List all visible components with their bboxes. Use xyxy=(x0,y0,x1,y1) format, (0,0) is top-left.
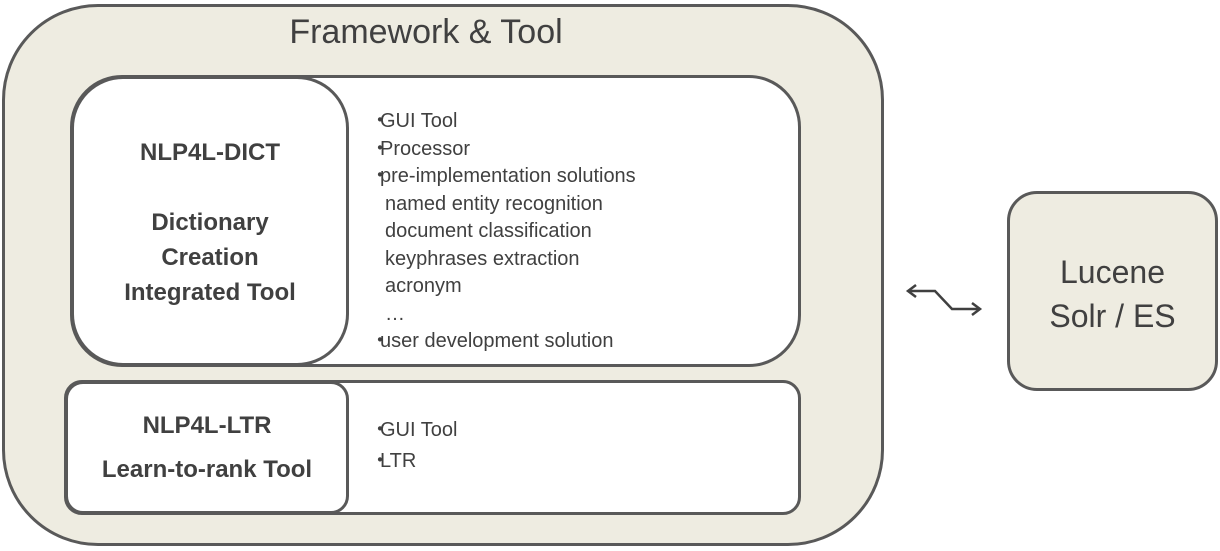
item-text: GUI Tool xyxy=(380,110,458,132)
dict-name: NLP4L-DICT xyxy=(140,139,280,166)
ltr-title-box xyxy=(65,381,349,514)
dict-subfeature-item: … xyxy=(370,301,636,329)
lucene-solr-box xyxy=(1007,191,1218,391)
dict-subfeature-item: document classification xyxy=(370,218,636,246)
dict-feature-item: ・user development solution xyxy=(370,328,636,356)
dict-feature-item: ・GUI Tool xyxy=(370,108,636,136)
item-text: … xyxy=(385,302,405,325)
bullet: ・ xyxy=(370,165,390,187)
dict-feature-list: ・GUI Tool ・Processor ・pre-implementation… xyxy=(370,108,636,356)
solr-es-label: Solr / ES xyxy=(1049,298,1176,334)
item-text: document classification xyxy=(385,220,592,242)
ltr-feature-list: ・GUI Tool ・LTR xyxy=(370,415,457,477)
dict-feature-item: ・pre-implementation solutions xyxy=(370,163,636,191)
ltr-name: NLP4L-LTR xyxy=(142,412,272,439)
dict-desc-line-1: Dictionary xyxy=(151,209,269,236)
ltr-description: Learn-to-rank Tool xyxy=(101,456,313,483)
item-text: LTR xyxy=(380,450,417,472)
framework-title: Framework & Tool xyxy=(289,13,563,51)
item-text: keyphrases extraction xyxy=(385,247,580,270)
dict-subfeature-item: keyphrases extraction xyxy=(370,246,636,274)
dict-subfeature-item: named entity recognition xyxy=(370,191,636,219)
item-text: named entity recognition xyxy=(385,192,603,215)
item-text: acronym xyxy=(385,275,462,297)
item-text: user development solution xyxy=(380,330,614,352)
bullet: ・ xyxy=(370,110,390,132)
dict-desc-line-2: Creation xyxy=(161,244,259,271)
lucene-label: Lucene xyxy=(1060,254,1165,290)
dict-desc-line-3: Integrated Tool xyxy=(124,279,296,306)
ltr-feature-item: ・LTR xyxy=(370,446,457,477)
bullet: ・ xyxy=(370,330,390,352)
bullet: ・ xyxy=(370,419,390,441)
dict-title-box xyxy=(71,76,349,366)
bullet: ・ xyxy=(370,137,390,160)
dict-description: Dictionary Creation Integrated Tool xyxy=(71,205,349,310)
ltr-feature-item: ・GUI Tool xyxy=(370,415,457,446)
dict-subfeature-item: acronym xyxy=(370,273,636,301)
dict-feature-item: ・Processor xyxy=(370,136,636,164)
item-text: GUI Tool xyxy=(380,419,458,441)
item-text: Processor xyxy=(380,137,471,160)
bidirectional-arrow-icon xyxy=(905,284,983,316)
bullet: ・ xyxy=(370,450,390,472)
lucene-solr-label: Lucene Solr / ES xyxy=(1007,250,1218,338)
item-text: pre-implementation solutions xyxy=(380,165,636,187)
